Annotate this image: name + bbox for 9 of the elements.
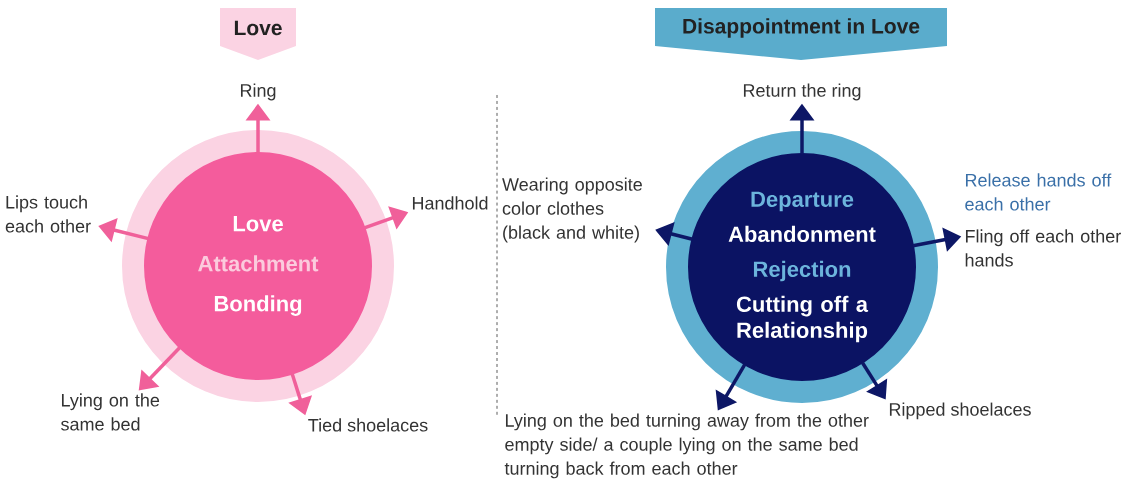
label: Ring <box>241 83 276 101</box>
label: Release hands off each other Fling off each other hands <box>965 173 1121 267</box>
label: Wearing opposite color clothes (black and white) <box>502 177 642 243</box>
label: Return the ring <box>743 83 861 101</box>
label: Ripped shoelaces <box>889 402 1031 420</box>
label: Lying on the bed turning away from the other empty side/ a couple lying on the same bed turning back from each other <box>504 413 869 479</box>
label: Tied shoelaces <box>308 418 428 432</box>
label: Handhold <box>412 196 488 210</box>
label: Lips touch each other <box>5 195 91 233</box>
